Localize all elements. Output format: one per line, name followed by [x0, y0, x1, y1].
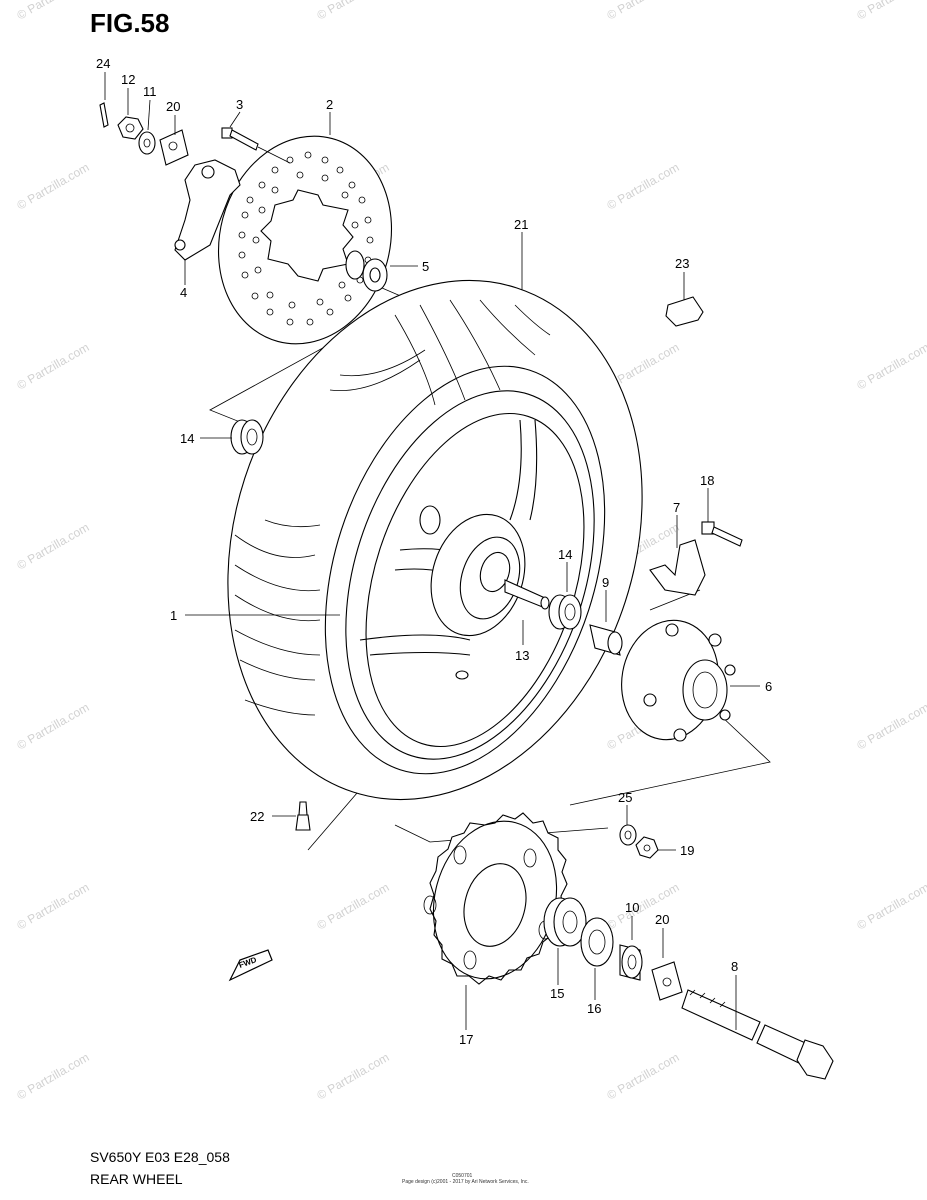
chain-clip[interactable]: [665, 296, 704, 327]
disc-bolt[interactable]: [221, 127, 291, 164]
sprocket-drum[interactable]: [612, 613, 736, 748]
watermark-text: © Partzilla.com: [605, 160, 682, 213]
callout-5[interactable]: 5: [422, 259, 429, 274]
sprocket-nut[interactable]: [635, 836, 659, 859]
disc-spacer[interactable]: [345, 250, 388, 292]
watermark-text: © Partzilla.com: [15, 520, 92, 573]
callout-1[interactable]: 1: [170, 608, 177, 623]
wheel-bearing-left[interactable]: [230, 419, 264, 455]
watermark-text: © Partzilla.com: [15, 700, 92, 753]
chain-guard[interactable]: [649, 539, 706, 596]
oil-seal[interactable]: [580, 917, 614, 967]
sprocket-bearing[interactable]: [543, 897, 587, 947]
leader-lines: [104, 72, 760, 1030]
adjuster-plate-bottom[interactable]: [651, 961, 683, 1001]
watermark-text: © Partzilla.com: [855, 0, 927, 23]
wheel-bearing-right[interactable]: [548, 594, 582, 630]
callout-12[interactable]: 12: [121, 72, 135, 87]
callout-11[interactable]: 11: [143, 84, 157, 99]
watermark-text: © Partzilla.com: [15, 0, 92, 23]
rear-sprocket[interactable]: [416, 807, 573, 993]
axle-spacer-right[interactable]: [619, 944, 643, 981]
watermark-text: © Partzilla.com: [605, 1050, 682, 1103]
small-ref: C050701: [452, 1173, 473, 1179]
copyright-text: Page design (c)2001 - 2017 by Ari Networ…: [402, 1179, 529, 1185]
watermark-text: © Partzilla.com: [315, 0, 392, 23]
callout-3[interactable]: 3: [236, 97, 243, 112]
section-name: REAR WHEEL: [90, 1171, 183, 1187]
sprocket-washer[interactable]: [619, 824, 637, 846]
bearing-spacer[interactable]: [589, 624, 623, 656]
cotter-pin[interactable]: [99, 102, 109, 128]
callout-22[interactable]: 22: [250, 809, 264, 824]
adjuster-plate-top[interactable]: [159, 129, 189, 166]
callout-6[interactable]: 6: [765, 679, 772, 694]
washer-top[interactable]: [138, 131, 156, 155]
callout-2[interactable]: 2: [326, 97, 333, 112]
watermark-text: © Partzilla.com: [315, 1050, 392, 1103]
callout-14-right[interactable]: 14: [558, 547, 572, 562]
watermark-text: © Partzilla.com: [15, 1050, 92, 1103]
figure-title: FIG.58: [90, 8, 169, 38]
callout-4[interactable]: 4: [180, 285, 187, 300]
callout-20-bottom[interactable]: 20: [655, 912, 669, 927]
callout-7[interactable]: 7: [673, 500, 680, 515]
watermark-text: © Partzilla.com: [855, 880, 927, 933]
callout-23[interactable]: 23: [675, 256, 689, 271]
watermark-text: © Partzilla.com: [605, 880, 682, 933]
watermark-text: © Partzilla.com: [855, 340, 927, 393]
watermark-text: © Partzilla.com: [15, 340, 92, 393]
watermark-text: © Partzilla.com: [605, 0, 682, 23]
axle-spacer[interactable]: [504, 579, 550, 610]
watermark-text: © Partzilla.com: [855, 700, 927, 753]
rear-tire[interactable]: [163, 226, 707, 854]
callout-19[interactable]: 19: [680, 843, 694, 858]
callout-8[interactable]: 8: [731, 959, 738, 974]
callout-18[interactable]: 18: [700, 473, 714, 488]
axle-nut-top[interactable]: [117, 116, 144, 140]
callout-25[interactable]: 25: [618, 790, 632, 805]
callout-labels: 24 12 11 20 3 2 4 5 21 23 14 18 7 14 9 1…: [96, 56, 772, 1047]
callout-20-top[interactable]: 20: [166, 99, 180, 114]
caliper-bracket[interactable]: [174, 159, 241, 261]
watermark-text: © Partzilla.com: [15, 880, 92, 933]
watermark-text: © Partzilla.com: [15, 160, 92, 213]
forward-arrow-icon: FWD: [228, 949, 273, 982]
callout-14-left[interactable]: 14: [180, 431, 194, 446]
callout-13[interactable]: 13: [515, 648, 529, 663]
watermark-text: © Partzilla.com: [315, 880, 392, 933]
rear-axle[interactable]: [681, 989, 834, 1080]
callout-9[interactable]: 9: [602, 575, 609, 590]
callout-15[interactable]: 15: [550, 986, 564, 1001]
callout-10[interactable]: 10: [625, 900, 639, 915]
callout-24[interactable]: 24: [96, 56, 110, 71]
caliper-bolt[interactable]: [701, 521, 743, 547]
callout-17[interactable]: 17: [459, 1032, 473, 1047]
callout-21[interactable]: 21: [514, 217, 528, 232]
callout-16[interactable]: 16: [587, 1001, 601, 1016]
model-code: SV650Y E03 E28_058: [90, 1149, 230, 1165]
tire-valve[interactable]: [295, 801, 311, 831]
